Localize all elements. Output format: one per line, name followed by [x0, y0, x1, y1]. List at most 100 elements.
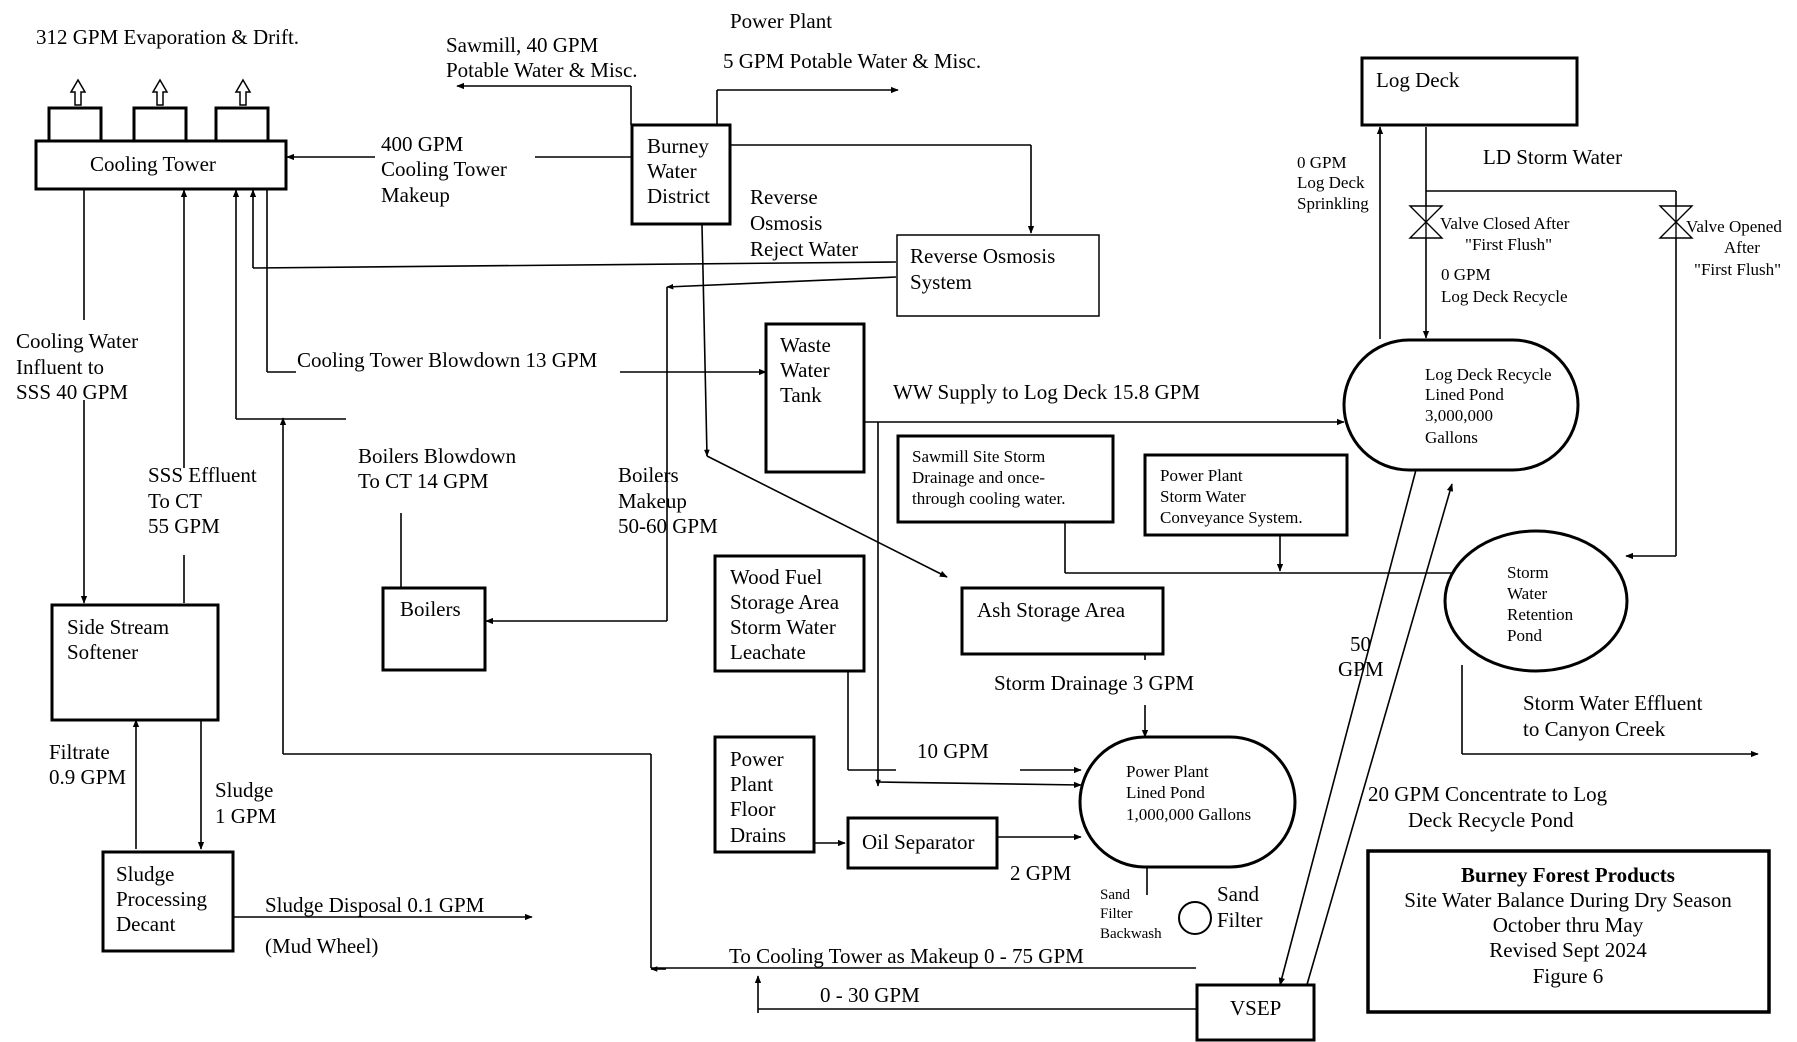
- ldp-label-1: Log Deck Recycle: [1425, 365, 1552, 384]
- floor-label-1: Power: [730, 747, 784, 771]
- wwt-label-1: Waste: [780, 333, 831, 357]
- filtrate-label-2: 0.9 GPM: [49, 765, 126, 789]
- valve-closed-label-2: "First Flush": [1465, 235, 1552, 254]
- ct-blowdown-label: Cooling Tower Blowdown 13 GPM: [297, 348, 598, 372]
- burney-label-2: Water: [647, 159, 697, 183]
- flow-lines: [69, 78, 1759, 1013]
- sand-filter-label-2: Filter: [1217, 908, 1263, 932]
- sand-backwash-label-2: Filter: [1100, 906, 1133, 922]
- storm-pond-label-3: Retention: [1507, 605, 1574, 624]
- boilers-makeup-label-2: Makeup: [618, 489, 687, 513]
- sprinkling-label-2: Log Deck: [1297, 173, 1365, 192]
- storm-pond-label-4: Pond: [1507, 626, 1542, 645]
- sludge-flow-label-2: 1 GPM: [215, 804, 277, 828]
- cooling-tower-label: Cooling Tower: [90, 152, 216, 176]
- filtrate-label-1: Filtrate: [49, 740, 110, 764]
- title-figure: Figure 6: [1533, 964, 1604, 988]
- sawmill-flow-label-1: Sawmill, 40 GPM: [446, 33, 599, 57]
- burney-label-1: Burney: [647, 134, 709, 158]
- storm-pond-label-1: Storm: [1507, 563, 1549, 582]
- log-deck-recycle-pond[interactable]: Log Deck Recycle Lined Pond 3,000,000 Ga…: [1342, 338, 1580, 472]
- pp-storm-label-3: Conveyance System.: [1160, 508, 1303, 527]
- cooling-tower[interactable]: Cooling Tower: [34, 106, 288, 191]
- ro-reject-label-1: Reverse: [750, 185, 818, 209]
- floor-label-3: Floor: [730, 797, 776, 821]
- zero-thirty-label: 0 - 30 GPM: [820, 983, 920, 1007]
- power-plant-lined-pond[interactable]: Power Plant Lined Pond 1,000,000 Gallons: [1078, 735, 1297, 869]
- ro-label-2: System: [910, 270, 972, 294]
- sss-label-2: Softener: [67, 640, 138, 664]
- valve-opened-label-3: "First Flush": [1694, 260, 1781, 279]
- cw-influent-label-1: Cooling Water: [16, 329, 138, 353]
- storm-water-retention-pond[interactable]: Storm Water Retention Pond: [1443, 529, 1629, 673]
- log-deck[interactable]: Log Deck: [1360, 56, 1579, 127]
- boilers-blowdown-label-1: Boilers Blowdown: [358, 444, 517, 468]
- wwt-label-3: Tank: [780, 383, 822, 407]
- boilers-makeup-label-1: Boilers: [618, 463, 679, 487]
- sludge-processing[interactable]: Sludge Processing Decant: [101, 850, 235, 953]
- ro-reject-label-2: Osmosis: [750, 211, 822, 235]
- storm-drainage-label: Storm Drainage 3 GPM: [994, 671, 1194, 695]
- ten-gpm-label: 10 GPM: [917, 739, 989, 763]
- title-subject: Site Water Balance During Dry Season: [1404, 888, 1732, 912]
- power-plant-storm-conveyance[interactable]: Power Plant Storm Water Conveyance Syste…: [1143, 453, 1349, 537]
- ash-storage-area[interactable]: Ash Storage Area: [960, 586, 1165, 656]
- storm-effluent-label-1: Storm Water Effluent: [1523, 691, 1703, 715]
- sludge-label-2: Processing: [116, 887, 207, 911]
- oil-sep-label: Oil Separator: [862, 830, 975, 854]
- fifty-gpm-label-1: 50: [1350, 632, 1371, 656]
- boilers-blowdown-label-2: To CT 14 GPM: [358, 469, 489, 493]
- sawmill-storm-label-1: Sawmill Site Storm: [912, 447, 1045, 466]
- power-plant-flow-label: 5 GPM Potable Water & Misc.: [723, 49, 981, 73]
- ro-reject-label-3: Reject Water: [750, 237, 858, 261]
- pp-pond-label-1: Power Plant: [1126, 762, 1209, 781]
- wood-fuel-storage-area[interactable]: Wood Fuel Storage Area Storm Water Leach…: [713, 554, 866, 673]
- power-plant-floor-drains[interactable]: Power Plant Floor Drains: [713, 735, 816, 854]
- ldp-label-3: 3,000,000: [1425, 406, 1493, 425]
- title-block: Burney Forest Products Site Water Balanc…: [1366, 849, 1771, 1014]
- vsep[interactable]: VSEP: [1195, 983, 1316, 1042]
- title-period: October thru May: [1493, 913, 1644, 937]
- flow-labels: 312 GPM Evaporation & Drift. Sawmill, 40…: [16, 9, 1782, 1007]
- burney-label-3: District: [647, 184, 710, 208]
- oil-separator[interactable]: Oil Separator: [846, 816, 999, 870]
- wood-fuel-label-1: Wood Fuel: [730, 565, 822, 589]
- sludge-disposal-label: Sludge Disposal 0.1 GPM: [265, 893, 485, 917]
- concentrate-label-1: 20 GPM Concentrate to Log: [1368, 782, 1608, 806]
- wood-fuel-label-3: Storm Water: [730, 615, 836, 639]
- burney-water-district[interactable]: Burney Water District: [630, 123, 732, 226]
- ldp-label-2: Lined Pond: [1425, 385, 1504, 404]
- sawmill-site-storm-drainage[interactable]: Sawmill Site Storm Drainage and once- th…: [896, 434, 1115, 524]
- sand-filter[interactable]: Sand Filter: [1178, 882, 1263, 935]
- valve-closed-icon: [1408, 205, 1444, 239]
- side-stream-softener[interactable]: Side Stream Softener: [50, 603, 220, 722]
- sss-effluent-label-3: 55 GPM: [148, 514, 220, 538]
- valve-opened-label-1: Valve Opened: [1686, 217, 1782, 236]
- ct-makeup-label-3: Makeup: [381, 183, 450, 207]
- storm-pond-label-2: Water: [1507, 584, 1547, 603]
- title-company: Burney Forest Products: [1461, 863, 1675, 887]
- to-ct-makeup-label: To Cooling Tower as Makeup 0 - 75 GPM: [729, 944, 1084, 968]
- reverse-osmosis-system[interactable]: Reverse Osmosis System: [896, 234, 1100, 317]
- pp-pond-label-2: Lined Pond: [1126, 783, 1205, 802]
- wood-fuel-label-2: Storage Area: [730, 590, 840, 614]
- sludge-flow-label-1: Sludge: [215, 778, 273, 802]
- valve-closed-label-1: Valve Closed After: [1440, 214, 1570, 233]
- wwt-label-2: Water: [780, 358, 830, 382]
- waste-water-tank[interactable]: Waste Water Tank: [764, 322, 866, 474]
- sludge-label-1: Sludge: [116, 862, 174, 886]
- boilers-makeup-label-3: 50-60 GPM: [618, 514, 718, 538]
- vsep-label: VSEP: [1230, 996, 1281, 1020]
- ldp-label-4: Gallons: [1425, 428, 1478, 447]
- cw-influent-label-2: Influent to: [16, 355, 104, 379]
- log-deck-recycle-label-1: 0 GPM: [1441, 265, 1491, 284]
- sss-label-1: Side Stream: [67, 615, 169, 639]
- boilers[interactable]: Boilers: [381, 586, 487, 672]
- log-deck-label: Log Deck: [1376, 68, 1460, 92]
- sawmill-storm-label-3: through cooling water.: [912, 489, 1065, 508]
- ct-makeup-label-2: Cooling Tower: [381, 157, 507, 181]
- ww-supply-label: WW Supply to Log Deck 15.8 GPM: [893, 380, 1200, 404]
- wood-fuel-label-4: Leachate: [730, 640, 806, 664]
- cw-influent-label-3: SSS 40 GPM: [16, 380, 128, 404]
- sludge-label-3: Decant: [116, 912, 176, 936]
